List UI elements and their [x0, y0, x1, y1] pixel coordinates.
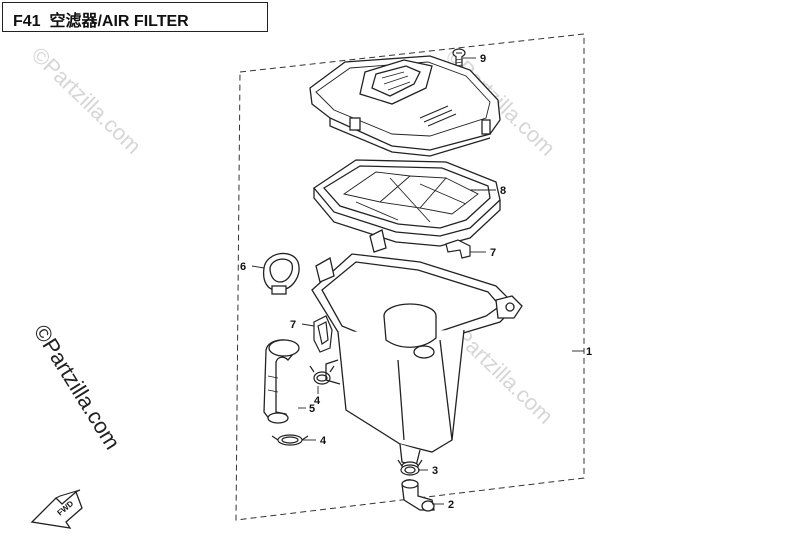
clip-part-7-top	[445, 239, 471, 259]
diagram-title-text: 空滤器/AIR FILTER	[49, 13, 189, 30]
air-filter-cover	[309, 55, 501, 157]
clip-part-4-upper	[309, 365, 335, 385]
callout-5: 5	[309, 403, 315, 415]
callout-1: 1	[586, 346, 592, 358]
diagram-code: F41	[13, 13, 41, 30]
callout-7-top: 7	[490, 247, 496, 259]
callout-6: 6	[240, 261, 246, 273]
diagram-title: F41 空滤器/AIR FILTER	[13, 7, 189, 31]
clamp-part-6	[262, 252, 300, 295]
filter-element-part-8	[313, 159, 501, 247]
clip-part-3	[397, 459, 423, 476]
drain-hose-part-2	[401, 479, 435, 512]
air-filter-case	[311, 229, 523, 471]
callout-2: 2	[448, 499, 454, 511]
clip-part-7-left	[313, 315, 333, 353]
assembly-boundary	[235, 33, 585, 521]
leader-lines	[251, 57, 584, 505]
callout-3: 3	[432, 465, 438, 477]
diagram-title-box: F41 空滤器/AIR FILTER	[2, 2, 268, 32]
forward-arrow-icon: FWD	[30, 489, 83, 529]
callout-4-upper: 4	[314, 395, 321, 407]
callout-4-lower: 4	[320, 435, 327, 447]
hose-part-5	[263, 339, 300, 424]
callout-7-left: 7	[290, 319, 296, 331]
callout-8: 8	[500, 185, 506, 197]
callout-9: 9	[480, 53, 486, 65]
